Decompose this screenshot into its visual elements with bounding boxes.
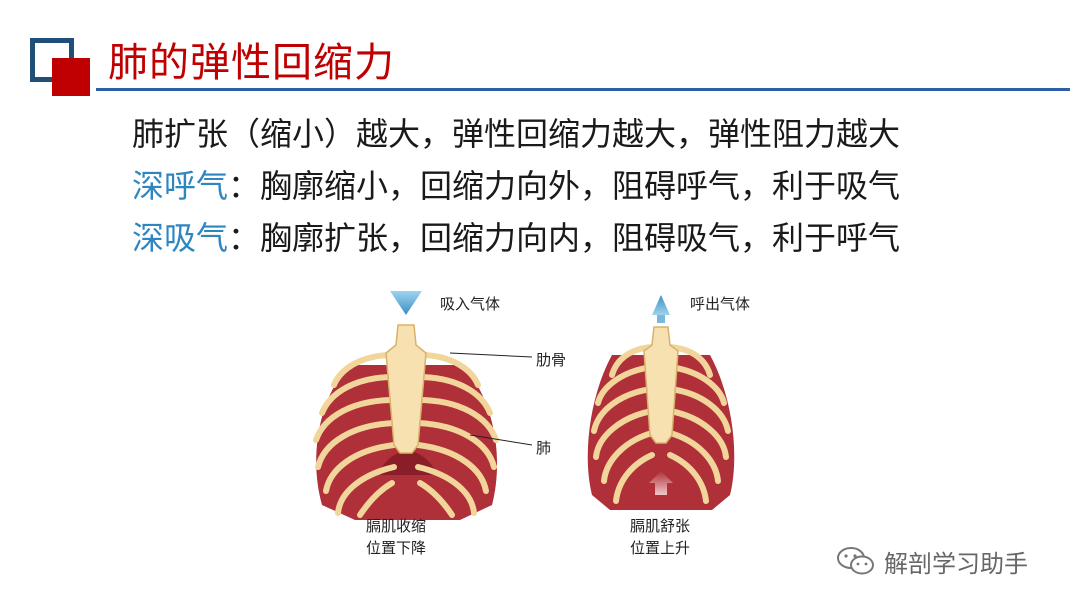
inhale-ribs [313,352,499,518]
rib-label: 肋骨 [536,351,567,369]
exhale-label: 呼出气体 [690,295,751,313]
body-line-2: 深呼气：胸廓缩小，回缩力向外，阻碍呼气，利于吸气 [132,160,900,212]
diaphragm-relax-line1: 膈肌舒张 [630,517,691,535]
diaphragm-down-arrow-icon [394,485,418,509]
exhale-arrow-icon [652,295,670,315]
logo-square [52,58,90,96]
inhale-label: 吸入气体 [440,295,501,313]
wechat-icon [837,547,874,575]
diaphragm-contract-line2: 位置下降 [366,539,427,557]
ribcage-figure: 吸入气体 肋骨 肺 膈肌收缩 位置下降 呼出气体 膈肌舒张 位置上升 [300,285,780,595]
inhale-arrow-icon [390,291,422,315]
diaphragm-relax-line2: 位置上升 [630,539,691,557]
body-line-3-term: 深吸气 [132,219,229,257]
diaphragm-up-arrow-icon [649,471,673,495]
body-line-3-text: ：胸廓扩张，回缩力向内，阻碍吸气，利于呼气 [228,219,901,257]
exhale-sternum [643,326,679,444]
diaphragm-contract-line1: 膈肌收缩 [366,517,427,535]
slide-logo [0,0,100,100]
lung-label: 肺 [536,439,552,457]
body-line-3: 深吸气：胸廓扩张，回缩力向内，阻碍吸气，利于呼气 [132,212,900,264]
slide-body: 肺扩张（缩小）越大，弹性回缩力越大，弹性阻力越大 深呼气：胸廓缩小，回缩力向外，… [132,108,900,264]
body-line-1-text: 肺扩张（缩小）越大，弹性回缩力越大，弹性阻力越大 [132,115,901,153]
body-line-2-term: 深呼气 [132,167,229,205]
slide-title: 肺的弹性回缩力 [108,40,395,86]
ribcage-illustration [313,291,735,520]
inhale-sternum [385,324,427,454]
exhale-ribs [591,344,731,504]
title-divider [96,88,1070,91]
body-line-1: 肺扩张（缩小）越大，弹性回缩力越大，弹性阻力越大 [132,108,900,160]
inhale-ribcage [313,291,533,520]
exhale-ribcage [587,295,735,510]
watermark: 解剖学习助手 [836,541,1028,581]
body-line-2-text: ：胸廓缩小，回缩力向外，阻碍呼气，利于吸气 [228,167,901,205]
watermark-text: 解剖学习助手 [884,549,1028,578]
